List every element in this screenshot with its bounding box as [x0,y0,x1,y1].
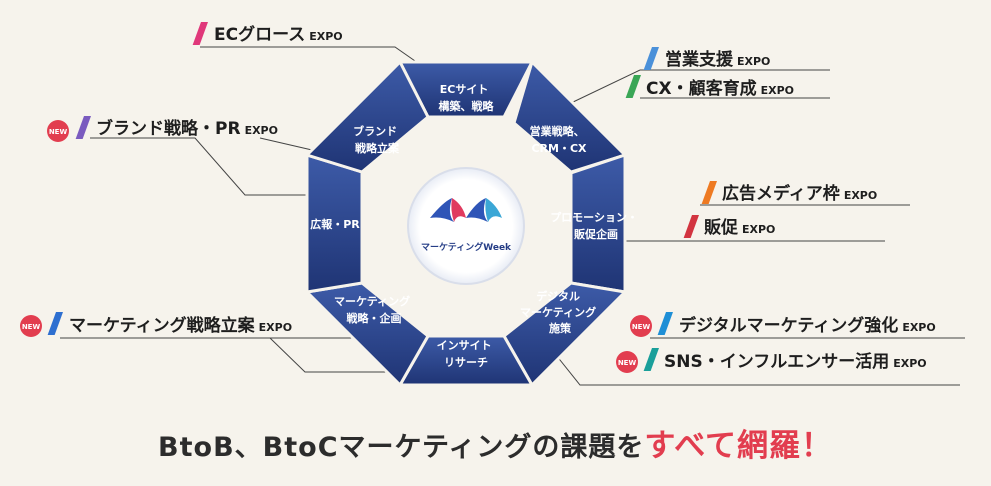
label-planning: マーケティング 戦略・企画 [334,294,414,325]
tagline: BtoB、BtoCマーケティングの課題をすべて網羅！ [0,420,991,465]
marketing-week-logo-icon [430,198,502,222]
new-badge-icon: NEW [20,315,42,337]
label-insight: インサイト リサーチ [437,339,496,369]
new-badge-icon: NEW [47,120,69,142]
octagon-segments [303,59,629,388]
slash-mark [192,22,209,45]
label-digital: デジタル マーケティング 施策 [520,289,600,335]
expo-octagon-diagram: マーケティングWeek ECサイト 構築、戦略 営業戦略、 CRM・CX プロモ… [20,22,965,388]
slash-mark [75,116,92,139]
slash-mark [683,215,700,238]
svg-text:NEW: NEW [49,128,68,136]
segment-brand [304,59,430,174]
new-badge-icon: NEW [630,315,652,337]
svg-text:NEW: NEW [22,323,41,331]
slash-mark [625,75,642,98]
svg-text:NEW: NEW [618,359,637,367]
center-circle [407,167,525,285]
slash-mark [643,348,660,371]
center-logo-text: マーケティングWeek [421,241,512,253]
svg-text:NEW: NEW [632,323,651,331]
label-pr: 広報・PR [310,217,360,231]
tagline-prefix: BtoB、BtoCマーケティングの課題を [158,432,645,463]
segment-sales [512,59,628,174]
new-badge-icon: NEW [616,351,638,373]
slash-mark [701,181,718,204]
slash-mark [643,47,660,70]
slash-mark [47,312,64,335]
slash-mark [657,312,674,335]
label-promo: プロモーション・ 販促企画 [550,210,642,241]
label-brand: ブランド 戦略立案 [353,124,401,155]
label-sales: 営業戦略、 CRM・CX [530,124,589,155]
label-ec-site: ECサイト 構築、戦略 [439,83,495,113]
tagline-highlight: すべて網羅！ [644,428,833,464]
